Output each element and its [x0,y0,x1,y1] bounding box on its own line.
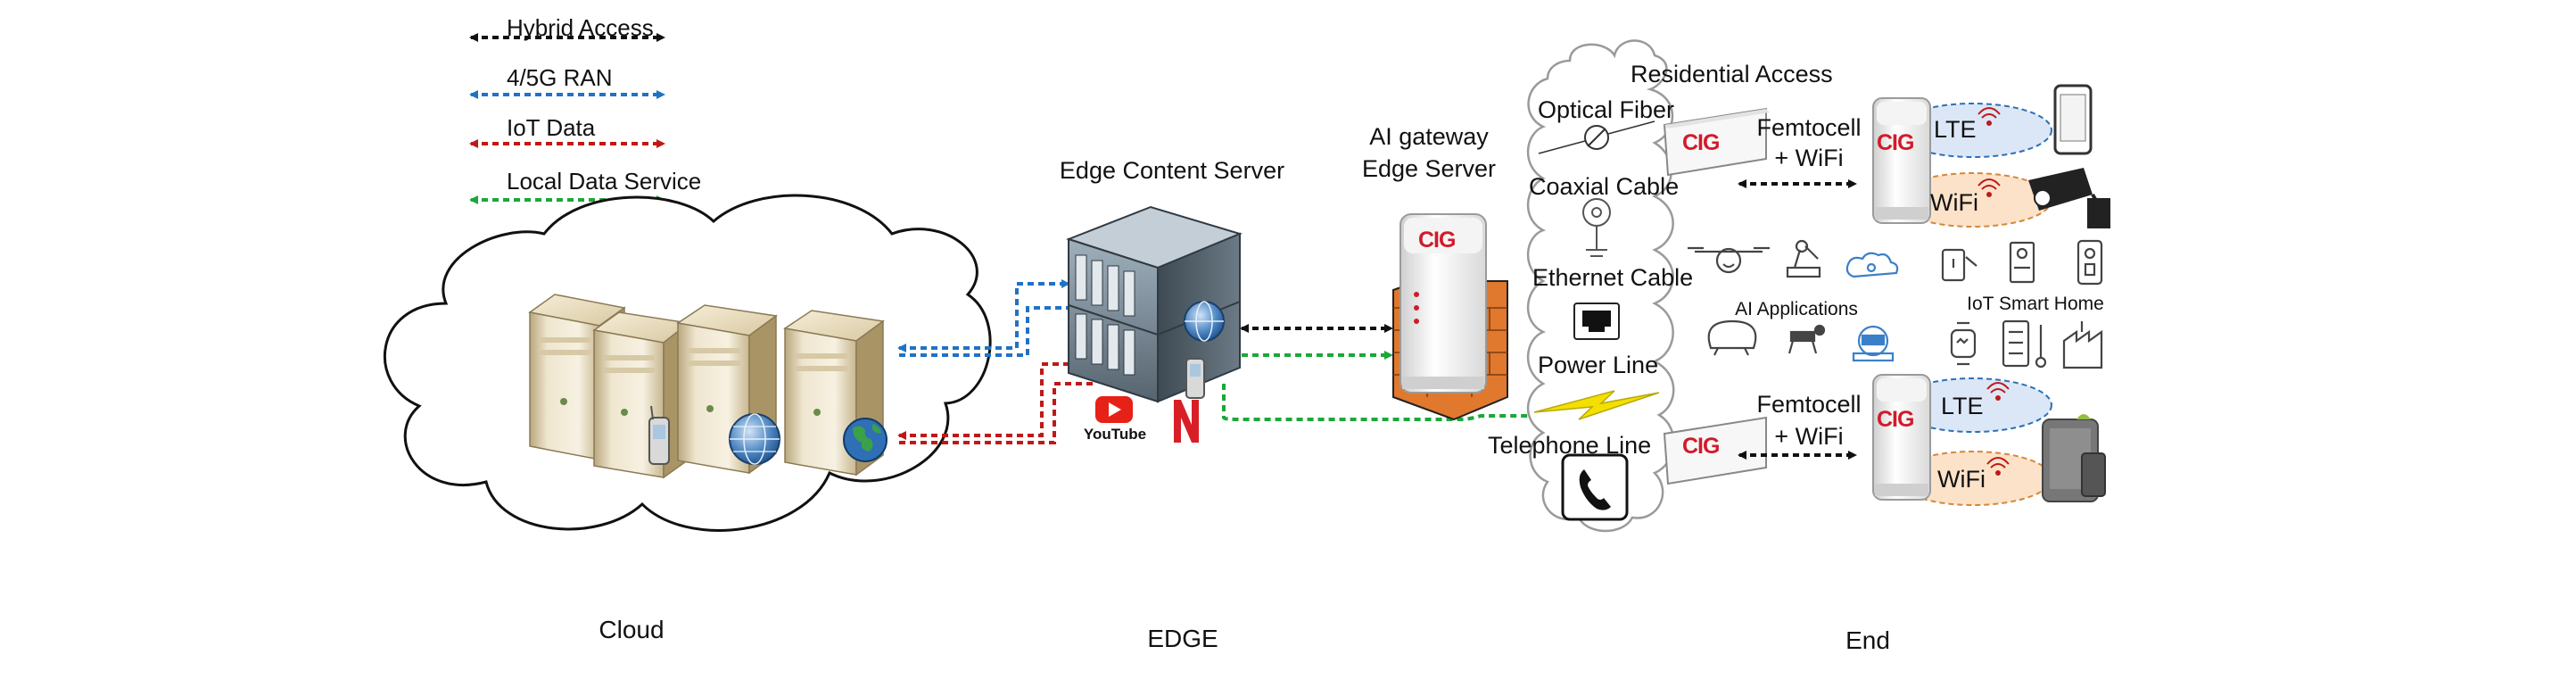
legend-label-hybrid: Hybrid Access [507,14,654,41]
optical-fiber-icon [1538,120,1655,154]
globe-icon [729,413,780,465]
ai-applications-icons [1688,239,1899,362]
iot-smart-home-label: IoT Smart Home [1967,294,2104,314]
brand-femtocell-top-label: CIG [1682,130,1720,155]
robot-vacuum-icon [1707,319,1757,356]
vr-headset-icon [1852,325,1895,362]
intercom-icon [2009,241,2035,284]
column-label-edge: EDGE [1147,625,1218,652]
security-camera-icon [2028,168,2110,228]
femtocell-router-bottom [1663,416,1767,485]
wifi-signal-icon [1977,107,2010,476]
femtocell-bottom-line1: Femtocell [1756,391,1862,418]
lte-label-bottom: LTE [1941,393,1984,419]
smartphone-icon [2053,84,2093,155]
edge-gateway-links [1222,324,1543,421]
access-medium-telephone-line: Telephone Line [1488,432,1652,459]
femtocell-top-line1: Femtocell [1756,114,1862,141]
edge-content-server [1066,205,1243,403]
drone-icon [1688,246,1770,274]
phone-icon [648,405,670,465]
link-ran-cloud-edge [897,279,1070,352]
access-medium-optical-fiber: Optical Fiber [1538,96,1675,123]
door-lock-icon [2076,239,2103,286]
ethernet-port-icon [1573,303,1620,340]
brand-femtocell-bottom-label: CIG [1682,434,1720,459]
lte-bubble-bottom [1894,377,2052,433]
legend-label-ran: 4/5G RAN [507,64,613,91]
brand-cell-bottom-label: CIG [1877,407,1914,432]
edge-content-server-label: Edge Content Server [1059,157,1285,184]
femtocell-top-line2: + WiFi [1774,145,1844,171]
android-tablet-icon [2042,414,2106,502]
femtocell-bottom-line2: + WiFi [1774,423,1844,450]
lightning-icon [1533,390,1660,420]
column-label-end: End [1845,626,1890,654]
factory-icon [2062,321,2103,369]
cloud-region [383,194,992,532]
lte-label-top: LTE [1934,116,1977,143]
smartwatch-icon [1950,321,1977,366]
column-label-cloud: Cloud [599,616,665,643]
access-medium-ethernet-cable: Ethernet Cable [1532,264,1694,291]
brand-cell-top-label: CIG [1877,130,1914,155]
robot-dog-icon [1788,324,1826,354]
ai-gateway-label-line2: Edge Server [1361,155,1497,182]
access-medium-power-line: Power Line [1538,352,1659,378]
link-iot-cloud-edge-2 [899,382,1095,444]
legend-label-local: Local Data Service [507,168,702,195]
phone-icon [1185,358,1205,399]
netflix-icon [1174,400,1199,443]
telephone-icon [1561,453,1629,521]
youtube-label: YouTube [1083,426,1147,443]
iot-smart-home-icons [1941,239,2103,369]
ai-gateway [1392,213,1508,421]
wifi-label-bottom: WiFi [1937,466,1986,493]
cloud-server-2 [592,311,690,479]
femtocell-router-top [1663,107,1770,177]
thermostat-icon [2002,319,2047,369]
cloud-gamepad-icon [1845,252,1899,278]
robot-arm-icon [1786,239,1821,278]
link-local-edge-telephone [1222,384,1543,421]
wifi-label-top: WiFi [1930,189,1978,216]
access-medium-coaxial-cable: Coaxial Cable [1529,173,1680,200]
youtube-icon [1095,396,1133,423]
ai-gateway-label-line1: AI gateway [1369,123,1489,150]
brand-gateway-label: CIG [1418,228,1456,253]
legend-label-iot: IoT Data [507,114,596,141]
residential-access-title: Residential Access [1631,61,1833,87]
coaxial-cable-icon [1582,198,1611,257]
lte-bubble-top [1894,103,2052,158]
link-ran-cloud-edge-2 [899,306,1069,357]
residential-access-cloud [1526,39,1675,533]
ai-applications-label: AI Applications [1735,299,1858,319]
cell-gateway-top [1872,97,1931,224]
smart-switch-icon [1941,248,1977,282]
globe-icon [843,418,888,462]
cell-gateway-bottom [1872,374,1931,501]
